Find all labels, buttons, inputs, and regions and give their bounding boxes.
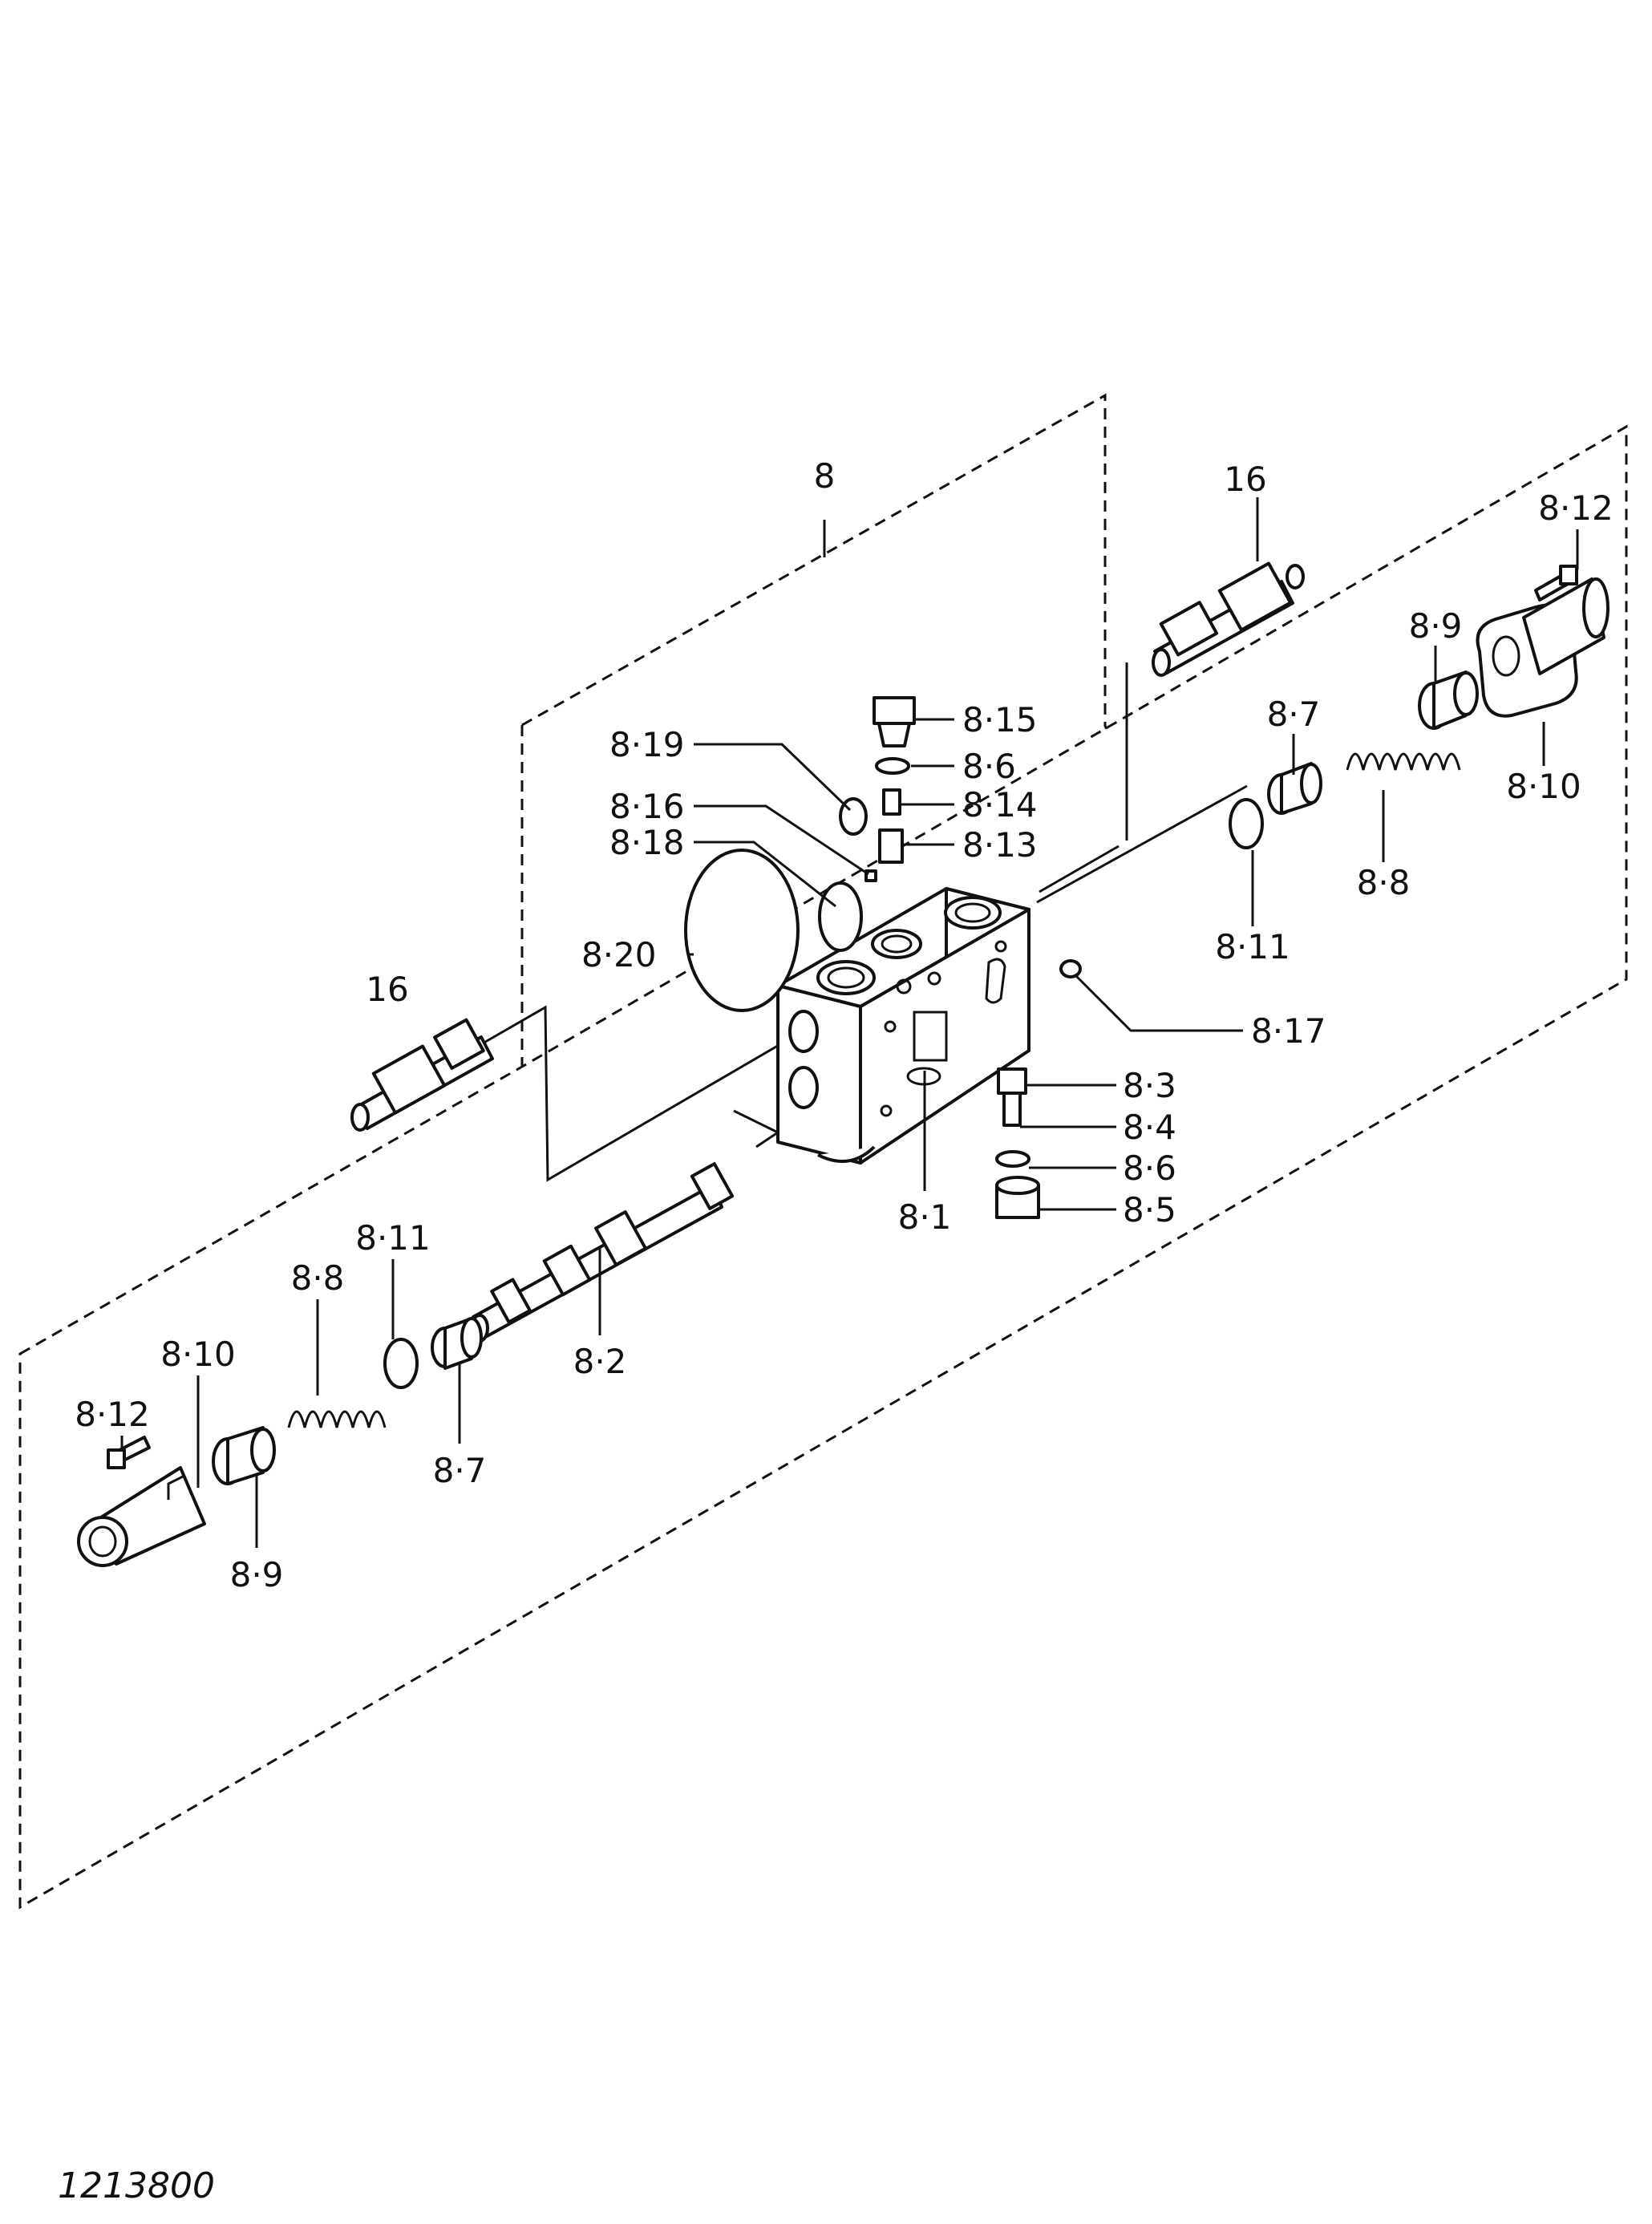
o-ring-8-6-low	[995, 1150, 1030, 1168]
callout-8-18: 8·18	[609, 823, 685, 862]
o-ring-low-left	[383, 1338, 419, 1389]
lower-assembly-outline	[18, 424, 1628, 1910]
callout-8-20: 8·20	[581, 935, 657, 974]
callout-8-17: 8·17	[1251, 1011, 1326, 1051]
plug-8-5	[995, 1176, 1040, 1219]
callout-8-11-low: 8·11	[355, 1218, 431, 1258]
callout-8-14: 8·14	[962, 785, 1038, 824]
cover-left	[77, 1466, 206, 1567]
plug-8-17	[1059, 959, 1082, 978]
flow-line-bottom	[733, 1109, 781, 1148]
bolt-top-right	[1534, 565, 1578, 602]
callout-8-2: 8·2	[573, 1342, 627, 1381]
relief-valve-left	[350, 1018, 494, 1132]
plug-8-3	[997, 1067, 1027, 1095]
callout-8-4: 8·4	[1123, 1108, 1176, 1147]
callout-8-12-low: 8·12	[75, 1395, 150, 1434]
axis-line-upper	[1039, 845, 1120, 893]
callout-8-8-low: 8·8	[291, 1258, 345, 1298]
callout-8: 8	[814, 456, 836, 496]
o-ring-right	[1229, 798, 1264, 849]
callout-8-9-low: 8·9	[230, 1555, 284, 1594]
cover-right	[1476, 577, 1609, 718]
washer-low-left	[431, 1317, 483, 1370]
axis-line-right	[1036, 784, 1248, 904]
callout-8-6-top: 8·6	[962, 747, 1016, 786]
callout-leaders	[120, 497, 1579, 1548]
callout-8-3: 8·3	[1123, 1066, 1176, 1105]
callout-8-9-top: 8·9	[1409, 606, 1463, 646]
o-ring-8-18	[818, 881, 863, 952]
callout-8-10-top: 8·10	[1506, 767, 1581, 806]
o-ring-8-20	[684, 849, 800, 1012]
poppet-8-13	[878, 828, 904, 864]
group-8-outline	[521, 393, 1108, 730]
spring-top-right	[1346, 752, 1461, 771]
callout-8-16: 8·16	[609, 787, 685, 826]
callout-8-6-low: 8·6	[1123, 1148, 1176, 1188]
spring-low-left	[287, 1410, 387, 1428]
plug-8-15	[873, 696, 916, 747]
spring-seat-low-left	[212, 1426, 276, 1485]
callout-8-8-top: 8·8	[1357, 863, 1411, 902]
relief-valve-top	[1152, 561, 1305, 677]
o-ring-8-6-top	[875, 757, 910, 775]
spring-8-4	[1002, 1092, 1022, 1127]
spring-seat-top-right	[1418, 670, 1479, 730]
callout-16-left: 16	[366, 970, 408, 1009]
callout-8-7-top: 8·7	[1267, 695, 1321, 734]
callout-16-top: 16	[1224, 460, 1266, 499]
bolt-low-left	[107, 1436, 151, 1469]
callout-8-19: 8·19	[609, 725, 685, 764]
callout-8-7-low: 8·7	[433, 1451, 487, 1490]
callout-8-13: 8·13	[962, 825, 1038, 865]
callout-8-10-low: 8·10	[160, 1335, 236, 1374]
flow-line-left	[480, 1005, 835, 1182]
callout-8-12-top: 8·12	[1538, 488, 1614, 528]
figure-id: 1213800	[58, 2165, 215, 2206]
callout-8-11-top: 8·11	[1215, 927, 1290, 966]
spring-8-14	[882, 788, 901, 816]
callout-8-1: 8·1	[898, 1197, 952, 1237]
callout-8-15: 8·15	[962, 700, 1038, 739]
washer-top-right	[1267, 762, 1322, 815]
valve-body	[776, 887, 1030, 1165]
spool	[470, 1162, 735, 1343]
callout-8-5: 8·5	[1123, 1190, 1176, 1229]
